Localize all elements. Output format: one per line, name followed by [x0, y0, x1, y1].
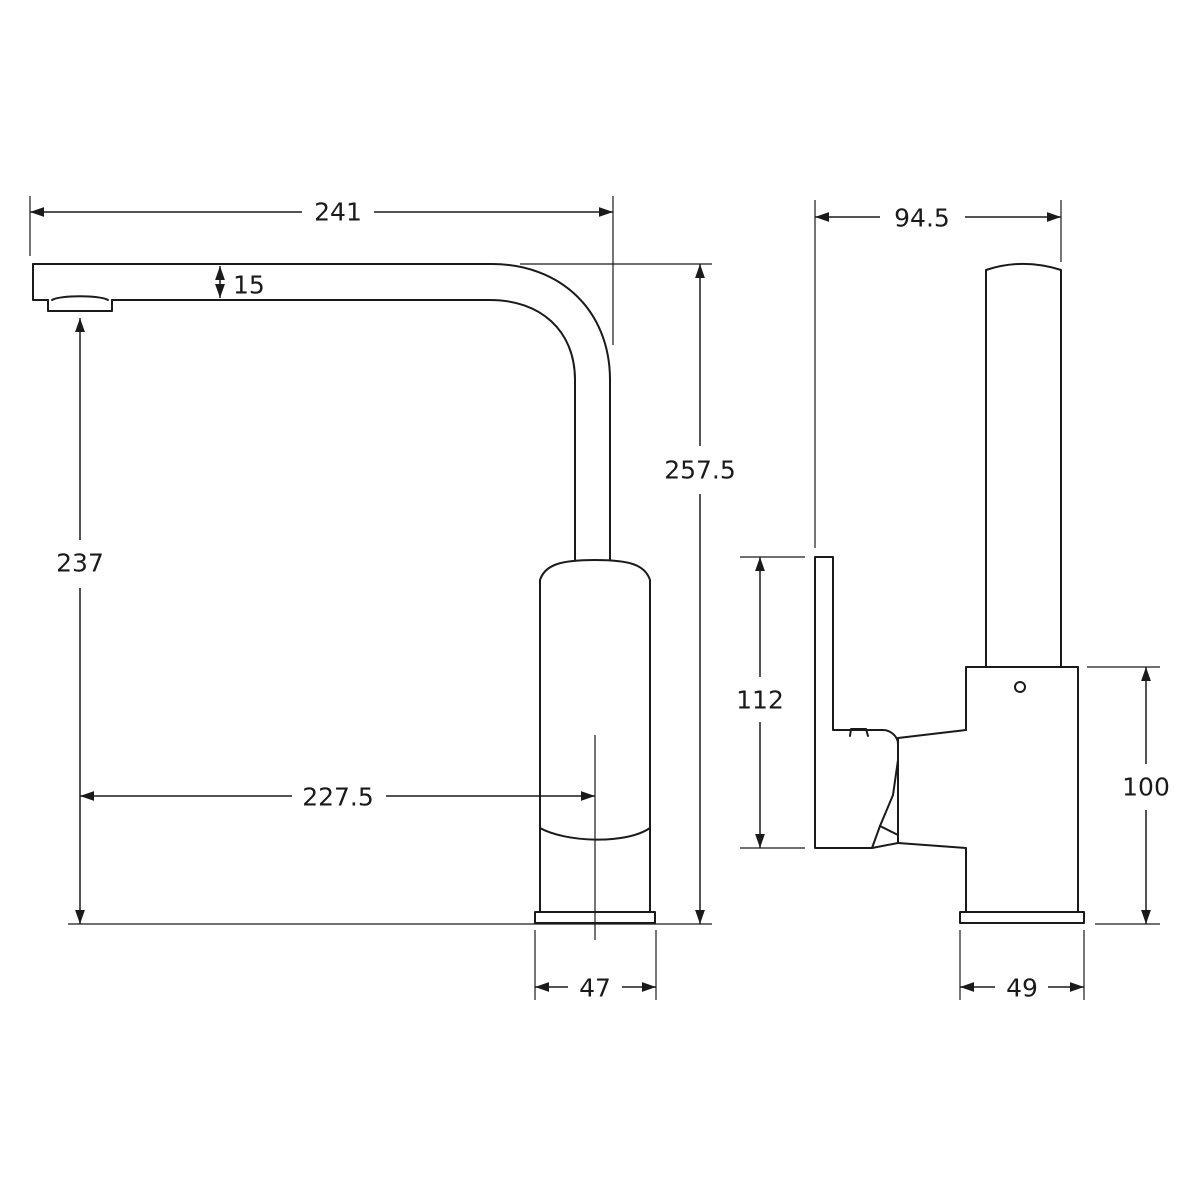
side-view: 94.5 112 100 49: [736, 200, 1170, 1003]
side-lever: [814, 556, 899, 849]
dimension-spout-thickness: 15: [215, 266, 265, 300]
side-faucet-outline: [814, 263, 1085, 924]
front-faucet-outline: [32, 263, 656, 940]
dimension-body-height: 100: [1122, 667, 1170, 924]
dim-label-241: 241: [314, 198, 362, 227]
dim-label-100: 100: [1122, 773, 1170, 802]
dim-label-47: 47: [579, 974, 611, 1003]
dim-label-49: 49: [1006, 974, 1038, 1003]
side-extension-lines: [740, 200, 1160, 1000]
dimension-side-base-width: 49: [960, 974, 1084, 1003]
dim-label-237: 237: [56, 549, 104, 578]
spout-inner-edge: [32, 263, 576, 561]
side-indicator-hole: [1014, 681, 1026, 693]
dimension-spout-height: 237: [56, 318, 104, 924]
aerator: [47, 295, 113, 312]
dim-label-15: 15: [233, 271, 265, 300]
dim-label-227-5: 227.5: [302, 783, 374, 812]
dimension-front-base-width: 47: [535, 974, 656, 1003]
side-body: [897, 666, 1079, 913]
dimension-lever-height: 112: [736, 557, 784, 848]
side-lever-facet: [871, 825, 899, 849]
side-lever-pin: [849, 728, 869, 737]
side-base-plate: [959, 911, 1085, 924]
front-view: 241 15 237 257.5 227.5 47: [29, 196, 736, 1003]
front-body: [539, 559, 651, 913]
dimension-overall-height: 257.5: [664, 264, 736, 924]
dim-label-94-5: 94.5: [894, 204, 950, 233]
spout-outer-edge: [32, 263, 611, 561]
front-extension-lines: [29, 196, 712, 1000]
dimension-overall-depth: 94.5: [815, 204, 1061, 233]
dim-label-257-5: 257.5: [664, 456, 736, 485]
dimension-overall-width: 241: [30, 198, 613, 227]
side-column: [985, 263, 1062, 668]
dim-label-112: 112: [736, 686, 784, 715]
dimension-spout-reach: 227.5: [80, 783, 595, 812]
